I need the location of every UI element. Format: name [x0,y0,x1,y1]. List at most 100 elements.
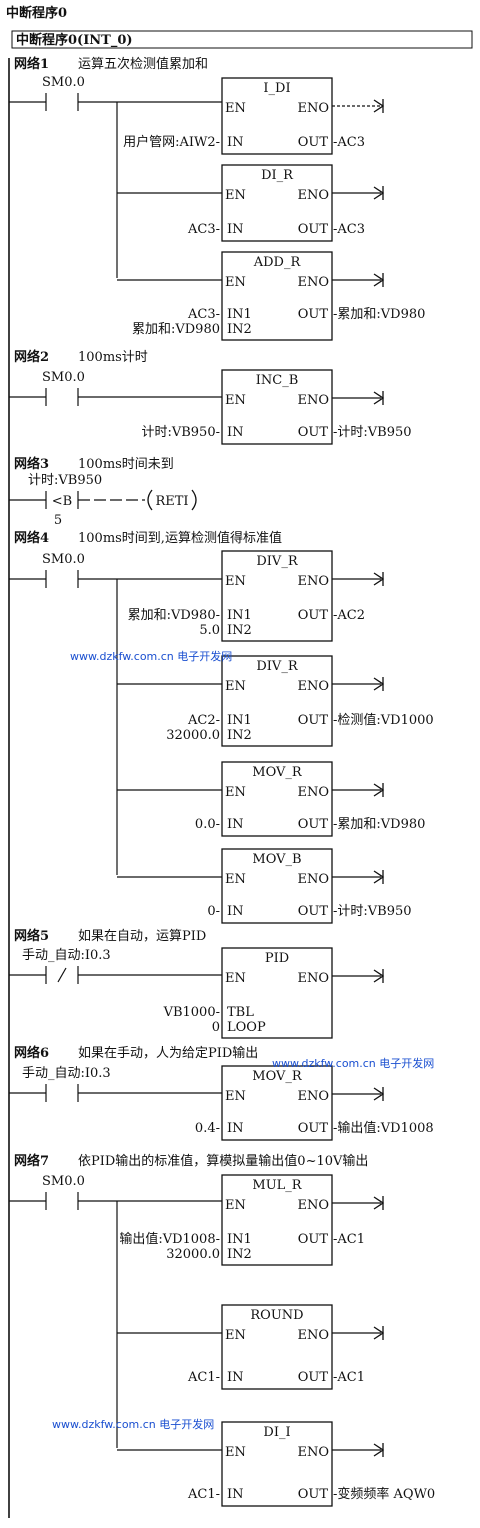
network-4-div-r-box-1-en-pin: EN [225,574,246,589]
network-7-di-i-box-3-out-value: -变频频率 AQW0 [333,1486,435,1502]
network-4-div-r-box-1-out-pin: OUT [298,608,329,623]
network-1-i-di-box-1[interactable] [221,77,333,155]
network-4-mov-b-box-4-en-pin: EN [225,872,246,887]
network-6-mov-r-box-1-out-value: -输出值:VD1008 [333,1120,434,1136]
network-4-mov-r-box-3-out-pin: OUT [298,817,329,832]
network-1-i-di-box-1-in-value: 用户管网:AIW2- [123,134,220,150]
network-5-pid-box-1-title: PID [265,951,289,966]
network-2-inc-b-box-1-eno-arrow-icon [373,391,385,405]
network-7-di-i-box-3-out-pin: OUT [298,1487,329,1502]
network-1-di-r-box-2-eno-pin: ENO [297,188,329,203]
network-2-inc-b-box-1[interactable] [221,369,333,445]
network-4-mov-b-box-4-out-pin: OUT [298,904,329,919]
network-7-round-box-2-out-value: -AC1 [333,1370,365,1385]
network-1-i-di-box-1-eno-arrow-icon [373,99,385,113]
network-4-mov-r-box-3-en-pin: EN [225,785,246,800]
network-6-comment: 如果在手动，人为给定PID输出 [78,1045,258,1061]
network-7-mul-r-box-1-out-value: -AC1 [333,1232,365,1247]
network-7-di-i-box-3-title: DI_I [263,1425,290,1440]
network-7-di-i-box-3-in-pin: IN [227,1487,244,1502]
network-7-round-box-2-in-value: AC1- [187,1370,220,1385]
network-5-contact-label: 手动_自动:I0.3 [22,948,111,963]
network-1-add-r-box-3-eno-arrow-icon [373,273,385,287]
network-6-mov-r-box-1-eno-pin: ENO [297,1089,329,1104]
network-7-mul-r-box-1[interactable] [221,1174,333,1266]
network-4-mov-r-box-3-eno-arrow-icon [373,783,385,797]
network-1-contact-label: SM0.0 [42,75,85,90]
network-4-mov-r-box-3-out-value: -累加和:VD980 [333,817,425,832]
network-4-div-r-box-1-in1-value: 累加和:VD980- [128,608,220,623]
network-1-di-r-box-2-eno-arrow-icon [373,186,385,200]
network-1-i-di-box-1-in-pin: IN [227,135,244,150]
network-2-inc-b-box-1-in-pin: IN [227,425,244,440]
network-7-di-i-box-3[interactable] [221,1421,333,1507]
network-4-mov-r-box-3[interactable] [221,761,333,837]
network-1-di-r-box-2-out-pin: OUT [298,222,329,237]
network-7-round-box-2-title: ROUND [250,1308,303,1323]
network-4-mov-b-box-4-eno-arrow-icon [373,870,385,884]
network-7-di-i-box-3-eno-arrow-icon [373,1443,385,1457]
network-7-mul-r-box-1-in1-pin: IN1 [227,1232,252,1247]
network-1-add-r-box-3-in2-pin: IN2 [227,322,252,337]
network-3-compare-value: 5 [54,513,62,528]
network-5-pid-box-1-en-pin: EN [225,971,246,986]
network-1-di-r-box-2[interactable] [221,164,333,242]
network-4-div-r-box-1-in1-pin: IN1 [227,608,252,623]
network-4-div-r-box-1-eno-arrow-icon [373,572,385,586]
network-4-mov-r-box-3-in-pin: IN [227,817,244,832]
network-1-add-r-box-3-in2-value: 累加和:VD980 [132,322,220,337]
reti-coil-right [191,489,197,511]
network-1-add-r-box-3-en-pin: EN [225,275,246,290]
network-4-div-r-box-2-in2-pin: IN2 [227,728,252,743]
network-2-inc-b-box-1-in-value: 计时:VB950- [141,425,220,440]
network-1-add-r-box-3-eno-pin: ENO [297,275,329,290]
network-5-pid-box-1-tbl-pin: TBL [227,1005,254,1020]
network-1-add-r-box-3[interactable] [221,251,333,341]
network-4-mov-b-box-4-in-value: 0- [207,904,220,919]
network-5-pid-box-1-eno-pin: ENO [297,971,329,986]
network-4-mov-r-box-3-eno-pin: ENO [297,785,329,800]
network-7-di-i-box-3-eno-pin: ENO [297,1445,329,1460]
network-1-i-di-box-1-en-pin: EN [225,101,246,116]
network-6-mov-r-box-1[interactable] [221,1065,333,1141]
network-4-mov-b-box-4[interactable] [221,848,333,924]
watermark-1: www.dzkfw.com.cn 电子开发网 [70,649,232,663]
network-1-di-r-box-2-en-pin: EN [225,188,246,203]
network-7-di-i-box-3-en-pin: EN [225,1445,246,1460]
network-6-mov-r-box-1-en-pin: EN [225,1089,246,1104]
network-6-mov-r-box-1-in-value: 0.4- [195,1121,220,1136]
network-4-mov-b-box-4-eno-pin: ENO [297,872,329,887]
network-1-i-di-box-1-out-pin: OUT [298,135,329,150]
network-5-label: 网络5 [14,928,49,944]
network-4-div-r-box-2[interactable] [221,655,333,747]
network-4-mov-r-box-3-title: MOV_R [252,765,303,780]
network-4-mov-b-box-4-out-value: -计时:VB950 [333,904,412,919]
network-5-pid-box-1[interactable] [221,947,333,1039]
network-7-round-box-2[interactable] [221,1304,333,1390]
network-4-div-r-box-1[interactable] [221,550,333,642]
network-4-div-r-box-2-en-pin: EN [225,679,246,694]
routine-header: 中断程序0(INT_0) [16,32,133,48]
network-4-div-r-box-1-out-value: -AC2 [333,608,365,623]
network-1-add-r-box-3-title: ADD_R [253,255,302,270]
network-2-inc-b-box-1-en-pin: EN [225,393,246,408]
network-1-di-r-box-2-title: DI_R [261,168,294,183]
network-1-add-r-box-3-in1-pin: IN1 [227,307,252,322]
network-1-add-r-box-3-out-value: -累加和:VD980 [333,307,425,322]
network-1-di-r-box-2-in-pin: IN [227,222,244,237]
network-1-i-di-box-1-title: I_DI [263,81,290,96]
network-7-mul-r-box-1-out-pin: OUT [298,1232,329,1247]
network-4-div-r-box-2-in2-value: 32000.0 [166,728,220,743]
network-4-label: 网络4 [14,530,49,546]
network-2-inc-b-box-1-eno-pin: ENO [297,393,329,408]
network-6-contact-label: 手动_自动:I0.3 [22,1066,111,1081]
network-7-mul-r-box-1-en-pin: EN [225,1198,246,1213]
network-3-compare-operand: 计时:VB950 [28,473,102,488]
network-7-mul-r-box-1-in2-pin: IN2 [227,1247,252,1262]
network-2-inc-b-box-1-out-value: -计时:VB950 [333,425,412,440]
network-1-di-r-box-2-in-value: AC3- [187,222,220,237]
network-5-comment: 如果在自动，运算PID [78,928,206,944]
network-4-div-r-box-2-eno-arrow-icon [373,677,385,691]
watermark-3: www.dzkfw.com.cn 电子开发网 [52,1417,214,1431]
network-5-pid-box-1-eno-arrow-icon [373,969,385,983]
